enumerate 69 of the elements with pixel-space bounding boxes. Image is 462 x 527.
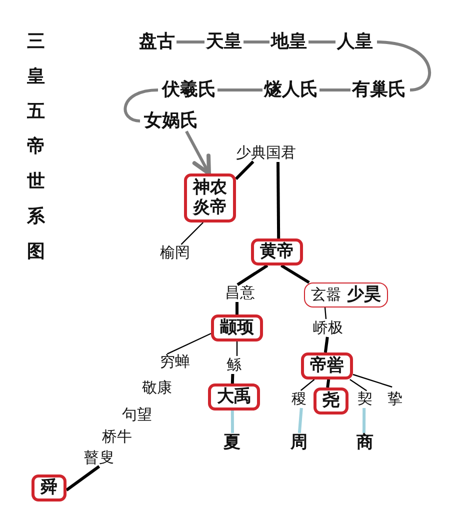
person-name: 燧人氏 [264, 81, 318, 99]
ruler-name: 舜 [40, 480, 58, 496]
connector-line [218, 88, 262, 92]
connector-line [300, 379, 315, 391]
connector-line [324, 336, 329, 353]
connector-line [236, 264, 268, 286]
person-name: 伏羲氏 [162, 81, 216, 99]
connector-line [276, 162, 280, 239]
connector-line [350, 379, 368, 392]
person-name: 穷蝉 [160, 354, 190, 370]
ruler-name: 黄帝 [260, 244, 294, 260]
connector-line [230, 410, 234, 433]
connector-line [230, 374, 234, 384]
person-name: 地皇 [271, 33, 307, 51]
person-name: 敬康 [142, 380, 172, 396]
connector-line [166, 332, 212, 354]
person-name: 峤极 [313, 320, 343, 336]
highlight-frame [304, 282, 388, 308]
connector-line [308, 40, 336, 44]
person-name: 昌意 [225, 286, 255, 300]
ruler-name: 少昊 [347, 286, 381, 304]
person-name: 天皇 [206, 33, 242, 51]
highlight-frame [314, 388, 348, 414]
ruler-name: 大禹 [217, 388, 251, 406]
connector-line [236, 342, 238, 356]
connector-line [320, 88, 350, 92]
dynasty-name: 商 [356, 434, 374, 452]
person-name: 稷 [292, 392, 306, 406]
curved-connector [124, 88, 158, 122]
ruler-name: 帝喾 [310, 358, 344, 374]
connector-line [324, 307, 327, 320]
ruler-name: 玄嚣 [311, 288, 341, 302]
dynasty-name: 夏 [224, 434, 240, 452]
person-name: 盘古 [139, 33, 175, 51]
connector-line [280, 264, 310, 284]
connector-line [244, 40, 270, 44]
ruler-name: 颛顼 [220, 320, 254, 336]
connector-line [352, 374, 392, 388]
person-name: 句望 [122, 408, 152, 422]
vertical-title: 三皇五帝世系图 [27, 30, 45, 264]
connector-line [180, 222, 204, 245]
highlight-frame [208, 384, 260, 410]
person-name: 人皇 [337, 33, 373, 51]
connector-line [234, 160, 254, 180]
person-name: 少典国君 [236, 146, 296, 160]
person-name: 女娲氏 [144, 112, 198, 130]
connector-line [176, 40, 204, 44]
highlight-frame [211, 314, 263, 342]
connector-line [236, 302, 238, 314]
person-name: 瞽叟 [84, 450, 114, 466]
connector-line [326, 379, 330, 388]
highlight-frame [251, 238, 303, 266]
connector-line [66, 465, 100, 492]
connector-line [298, 408, 303, 434]
person-name: 有巢氏 [352, 81, 406, 99]
person-name: 契 [358, 392, 372, 406]
dynasty-name: 周 [290, 434, 308, 452]
ruler-name: 神农炎帝 [193, 178, 227, 218]
person-name: 桥牛 [102, 430, 132, 444]
connector-line [362, 408, 366, 433]
person-name: 挚 [388, 392, 402, 406]
ruler-name: 尧 [322, 392, 340, 410]
person-name: 榆罔 [160, 246, 190, 260]
highlight-frame [301, 352, 353, 380]
highlight-frame [32, 474, 66, 502]
highlight-frame [184, 173, 236, 223]
person-name: 鲧 [226, 358, 242, 372]
curved-connector [376, 40, 431, 92]
arrow [185, 130, 211, 176]
